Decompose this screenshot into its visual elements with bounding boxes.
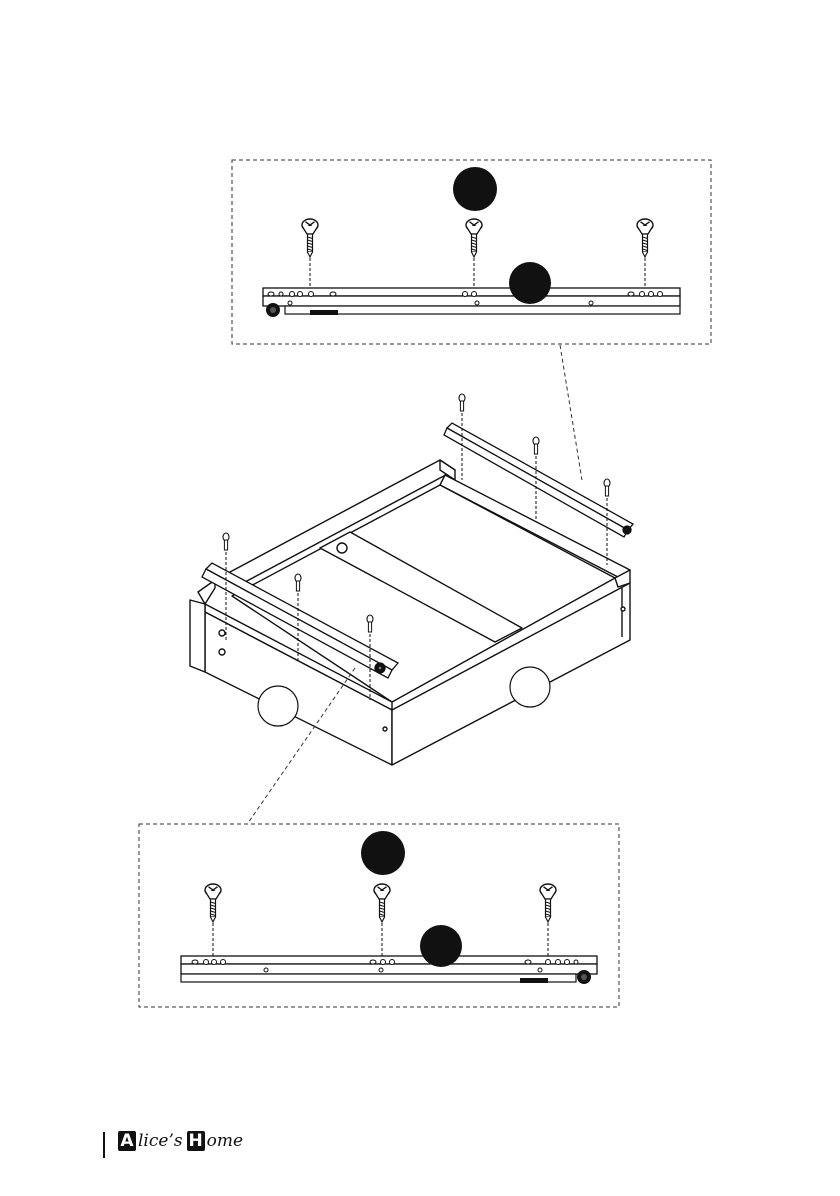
footer-divider [103,1132,105,1158]
step-marker-top [453,167,497,211]
step-marker-bottom-part [420,925,462,967]
screw-icon [374,884,390,922]
drawer-assembly [190,460,630,765]
screw-icon [540,884,556,922]
screw-icon [205,884,221,922]
screw-icon [466,219,482,257]
brand-logo: A lice’s H ome [118,1131,245,1151]
drawer-slide-rail-top [263,288,680,317]
brand-word-1: lice’s [138,1131,183,1151]
screw-icon [302,219,318,257]
drawer-slide-rail-bottom [181,956,597,984]
brand-initial-h: H [187,1131,205,1151]
step-marker-bottom [361,831,405,875]
screw-icon [637,219,653,257]
step-marker-top-part [509,262,551,304]
brand-initial-a: A [118,1131,136,1151]
brand-word-2: ome [207,1131,243,1151]
